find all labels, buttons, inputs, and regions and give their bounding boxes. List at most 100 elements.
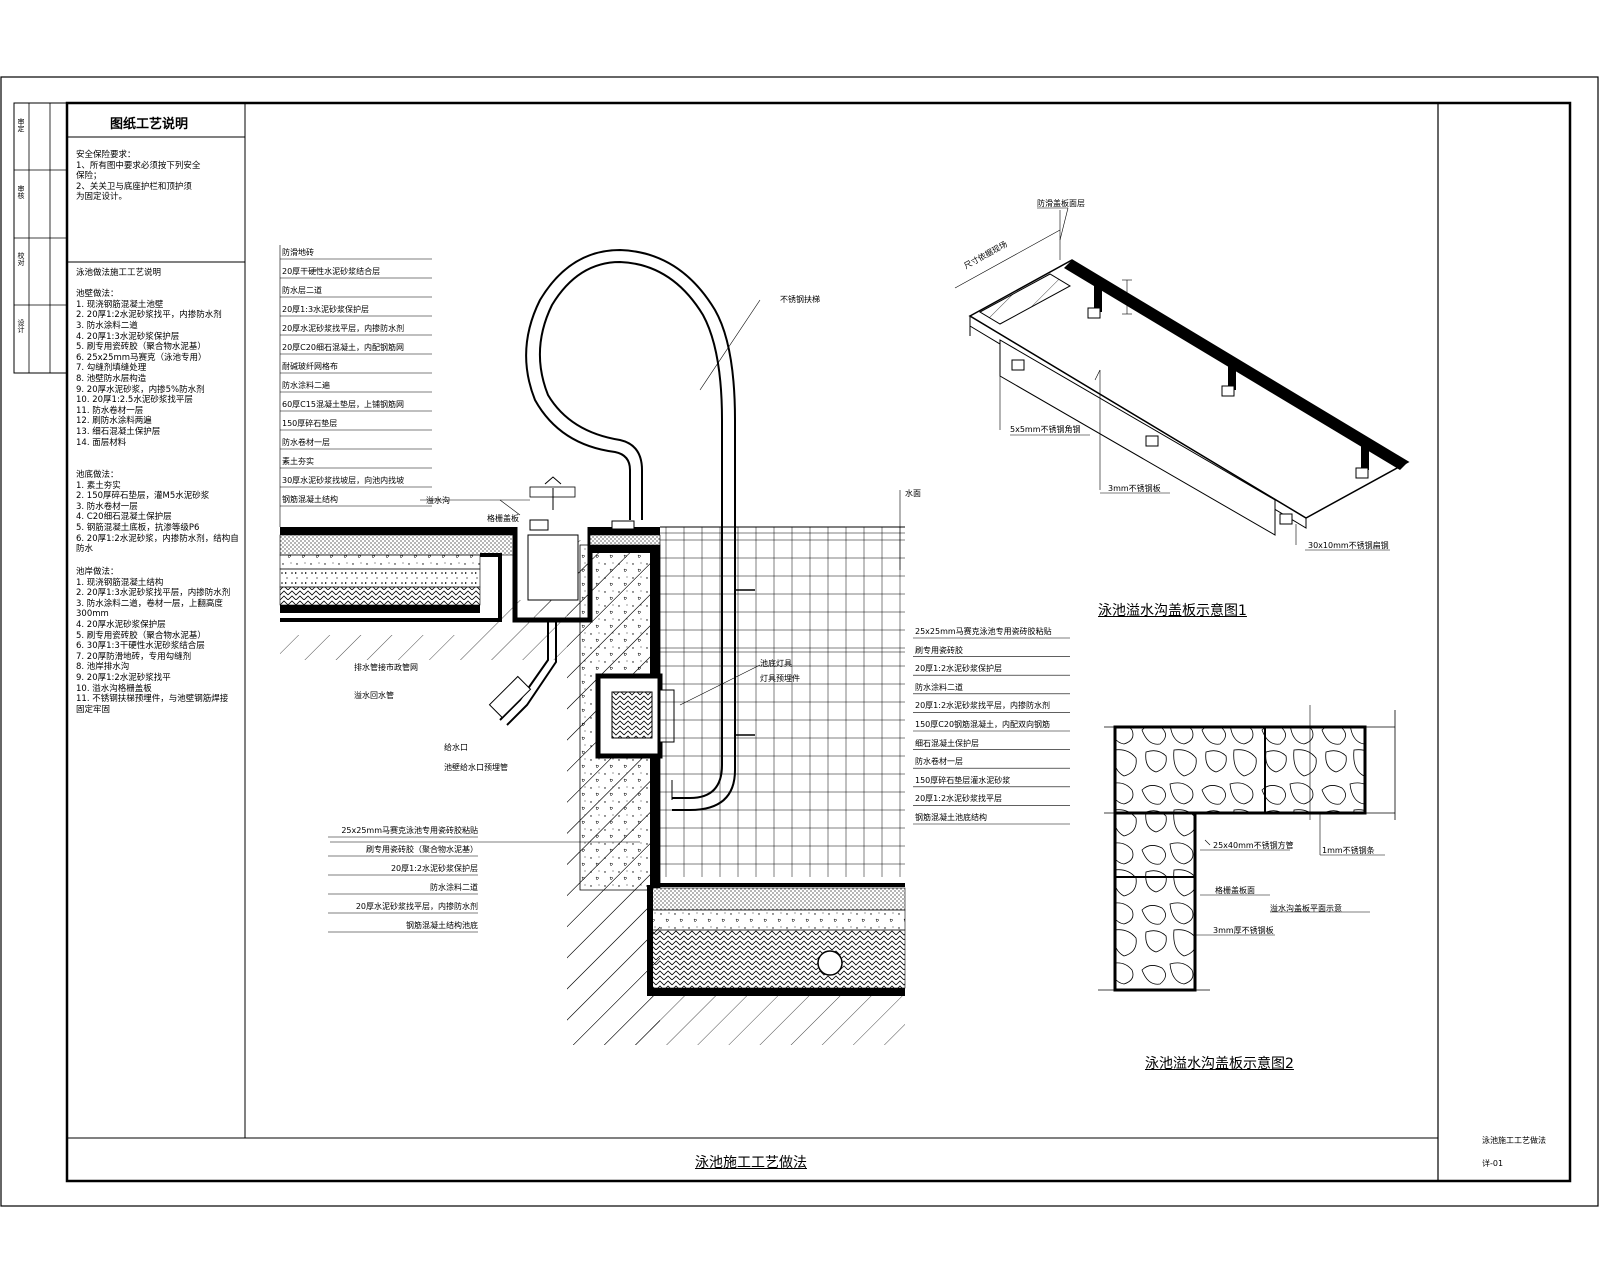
layer-callout: 20厚C20细石混凝土，内配钢筋网 bbox=[282, 343, 404, 352]
note-line: 10. 20厚1:2.5水泥砂浆找平层 bbox=[76, 395, 193, 406]
layer-callout: 20厚1:2水泥砂浆找平层 bbox=[915, 794, 1003, 804]
note-line: 4. 20厚1:3水泥砂浆保护层 bbox=[76, 331, 180, 342]
layer-callout: 细石混凝土保护层 bbox=[915, 738, 979, 748]
light-label-2: 灯具预埋件 bbox=[760, 674, 800, 683]
note-line: 3. 防水卷材一层 bbox=[76, 501, 138, 512]
layer-callout: 20厚1:3水泥砂浆保护层 bbox=[282, 305, 370, 314]
layer-callout: 防水层二道 bbox=[282, 286, 322, 295]
note-line: 6. 25x25mm马赛克（泳池专用） bbox=[76, 352, 207, 363]
strip-label: 校对 bbox=[17, 252, 25, 266]
note-line: 11. 不锈钢扶梯预埋件，与池壁钢筋焊接 bbox=[76, 694, 229, 705]
d2-label-4: 3mm厚不锈钢板 bbox=[1213, 926, 1274, 935]
note-line: 13. 细石混凝土保护层 bbox=[76, 426, 161, 437]
layer-callout: 20厚1:2水泥砂浆保护层 bbox=[390, 864, 478, 873]
note-line: 1. 素土夯实 bbox=[76, 480, 121, 491]
note-line: 9. 20厚1:2水泥砂浆找平 bbox=[76, 672, 171, 683]
note-line: 300mm bbox=[76, 609, 109, 620]
note-line: 3. 防水涂料二道 bbox=[76, 320, 138, 331]
note-line: 8. 池壁防水层构造 bbox=[76, 373, 147, 384]
note-line: 6. 30厚1:3干硬性水泥砂浆结合层 bbox=[76, 641, 205, 652]
ladder-label: 不锈钢扶梯 bbox=[780, 295, 820, 304]
layer-callout: 防水涂料二道 bbox=[430, 883, 478, 892]
note-line: 11. 防水卷材一层 bbox=[76, 405, 144, 416]
d2-label-3: 溢水沟盖板平面示意 bbox=[1270, 904, 1342, 913]
note-line: 1. 现浇钢筋混凝土结构 bbox=[76, 577, 164, 588]
note-line: 5. 刷专用瓷砖胶（聚合物水泥基） bbox=[76, 630, 206, 641]
d1-label-2: 5x5mm不锈钢角钢 bbox=[1010, 425, 1081, 434]
inlet-label-2: 池壁给水口预埋管 bbox=[444, 763, 508, 772]
layer-callout: 20厚1:2水泥砂浆找平层，内掺防水剂 bbox=[915, 701, 1051, 711]
note-line: 7. 勾缝剂填缝处理 bbox=[76, 363, 147, 374]
layer-callout: 20厚干硬性水泥砂浆结合层 bbox=[282, 267, 381, 276]
note-line: 8. 池岸排水沟 bbox=[76, 662, 130, 673]
note-line bbox=[76, 279, 242, 290]
layer-callout: 钢筋混凝土结构 bbox=[282, 495, 338, 504]
d1-label-4: 30x10mm不锈钢扁钢 bbox=[1308, 541, 1389, 550]
diagram1-isometric bbox=[954, 207, 1410, 551]
layer-callout: 防水卷材一层 bbox=[915, 757, 963, 767]
note-line: 6. 20厚1:2水泥砂浆，内掺防水剂，结构自防水 bbox=[76, 533, 239, 555]
layer-callout: 防水涂料二道 bbox=[915, 682, 963, 692]
note-line: 3. 防水涂料二道，卷材一层，上翻高度 bbox=[76, 598, 223, 609]
d1-label-0: 防滑盖板面层 bbox=[1037, 199, 1085, 208]
d2-label-2: 格栅盖板面 bbox=[1215, 886, 1255, 895]
layer-callout: 25x25mm马赛克泳池专用瓷砖胶粘贴 bbox=[915, 627, 1052, 636]
layer-callout: 钢筋混凝土池底结构 bbox=[915, 813, 987, 822]
note-line: 14. 面层材料 bbox=[76, 437, 127, 448]
note-line: 2、关关卫与底座护栏和顶护须 bbox=[76, 181, 192, 192]
layer-callout: 150厚碎石垫层灌水泥砂浆 bbox=[915, 775, 1011, 785]
note-line: 2. 20厚1:3水泥砂浆找平层，内掺防水剂 bbox=[76, 588, 231, 599]
strip-label: 审定 bbox=[17, 118, 25, 132]
drain-label: 排水管接市政管网 bbox=[354, 663, 418, 672]
grate-label: 格栅盖板 bbox=[487, 514, 519, 523]
layer-callout: 30厚水泥砂浆找坡层，向池内找坡 bbox=[282, 476, 405, 485]
layer-callout: 20厚水泥砂浆找平层，内掺防水剂 bbox=[355, 902, 478, 911]
outer-frame bbox=[0, 76, 1599, 1207]
note-line: 池岸做法： bbox=[76, 567, 119, 577]
note-line: 2. 150厚碎石垫层，灌M5水泥砂浆 bbox=[76, 491, 210, 502]
note-line: 为固定设计。 bbox=[76, 192, 128, 203]
gutter-label: 溢水沟 bbox=[426, 496, 450, 505]
title-block-line2: 详-01 bbox=[1482, 1159, 1504, 1168]
diagram1-title: 泳池溢水沟盖板示意图1 bbox=[1098, 603, 1247, 619]
layer-callout: 防水卷材一层 bbox=[282, 438, 330, 447]
layer-callout: 20厚1:2水泥砂浆保护层 bbox=[915, 664, 1003, 674]
layer-callout: 防水涂料二遍 bbox=[282, 381, 330, 390]
layer-callout: 刷专用瓷砖胶 bbox=[915, 645, 963, 655]
layer-callout: 素土夯实 bbox=[282, 457, 314, 466]
diagram2-title: 泳池溢水沟盖板示意图2 bbox=[1145, 1056, 1294, 1072]
layer-callout: 60厚C15混凝土垫层，上铺钢筋网 bbox=[282, 400, 404, 409]
layer-callout: 25x25mm马赛克泳池专用瓷砖胶粘贴 bbox=[341, 826, 478, 835]
d1-label-3: 3mm不锈钢板 bbox=[1108, 484, 1161, 493]
note-line: 保险； bbox=[76, 171, 102, 182]
note-line: 池壁做法： bbox=[76, 289, 119, 300]
layer-callout: 150厚C20钢筋混凝土，内配双向钢筋 bbox=[915, 720, 1051, 729]
note-line: 固定牢固 bbox=[76, 704, 111, 715]
note-line: 2. 20厚1:2水泥砂浆找平，内掺防水剂 bbox=[76, 310, 222, 321]
water-level-label: 水面 bbox=[905, 489, 921, 498]
strip-label: 审核 bbox=[17, 185, 25, 199]
note-line: 10. 溢水沟格栅盖板 bbox=[76, 683, 152, 694]
layer-callout: 20厚水泥砂浆找平层，内掺防水剂 bbox=[282, 324, 405, 333]
note-line: 5. 钢筋混凝土底板，抗渗等级P6 bbox=[76, 522, 200, 533]
layer-callout: 刷专用瓷砖胶（聚合物水泥基） bbox=[366, 845, 478, 854]
strip-label: 设计 bbox=[17, 319, 25, 333]
layer-callout: 防滑地砖 bbox=[282, 248, 314, 257]
note-line: 泳池做法施工工艺说明 bbox=[76, 268, 162, 278]
note-line: 4. 20厚水泥砂浆保护层 bbox=[76, 619, 166, 630]
note-line: 1. 现浇钢筋混凝土池壁 bbox=[76, 299, 164, 310]
d2-label-0: 25x40mm不锈钢方管 bbox=[1213, 841, 1294, 850]
d2-label-1: 1mm不锈钢条 bbox=[1322, 846, 1375, 855]
light-label-1: 池底灯具 bbox=[760, 659, 792, 668]
diagram2-plan bbox=[1098, 705, 1396, 992]
notes-title: 图纸工艺说明 bbox=[110, 117, 189, 132]
safety-notes: 安全保险要求：1、所有图中要求必须按下列安全 保险；2、关关卫与底座护栏和顶护须… bbox=[76, 150, 242, 203]
note-line: 7. 20厚防滑地砖，专用勾缝剂 bbox=[76, 651, 192, 662]
note-line: 1、所有图中要求必须按下列安全 bbox=[76, 160, 201, 171]
note-line: 9. 20厚水泥砂浆，内掺5%防水剂 bbox=[76, 384, 205, 395]
note-line: 安全保险要求： bbox=[76, 150, 136, 160]
note-line: 5. 刷专用瓷砖胶（聚合物水泥基） bbox=[76, 342, 206, 353]
